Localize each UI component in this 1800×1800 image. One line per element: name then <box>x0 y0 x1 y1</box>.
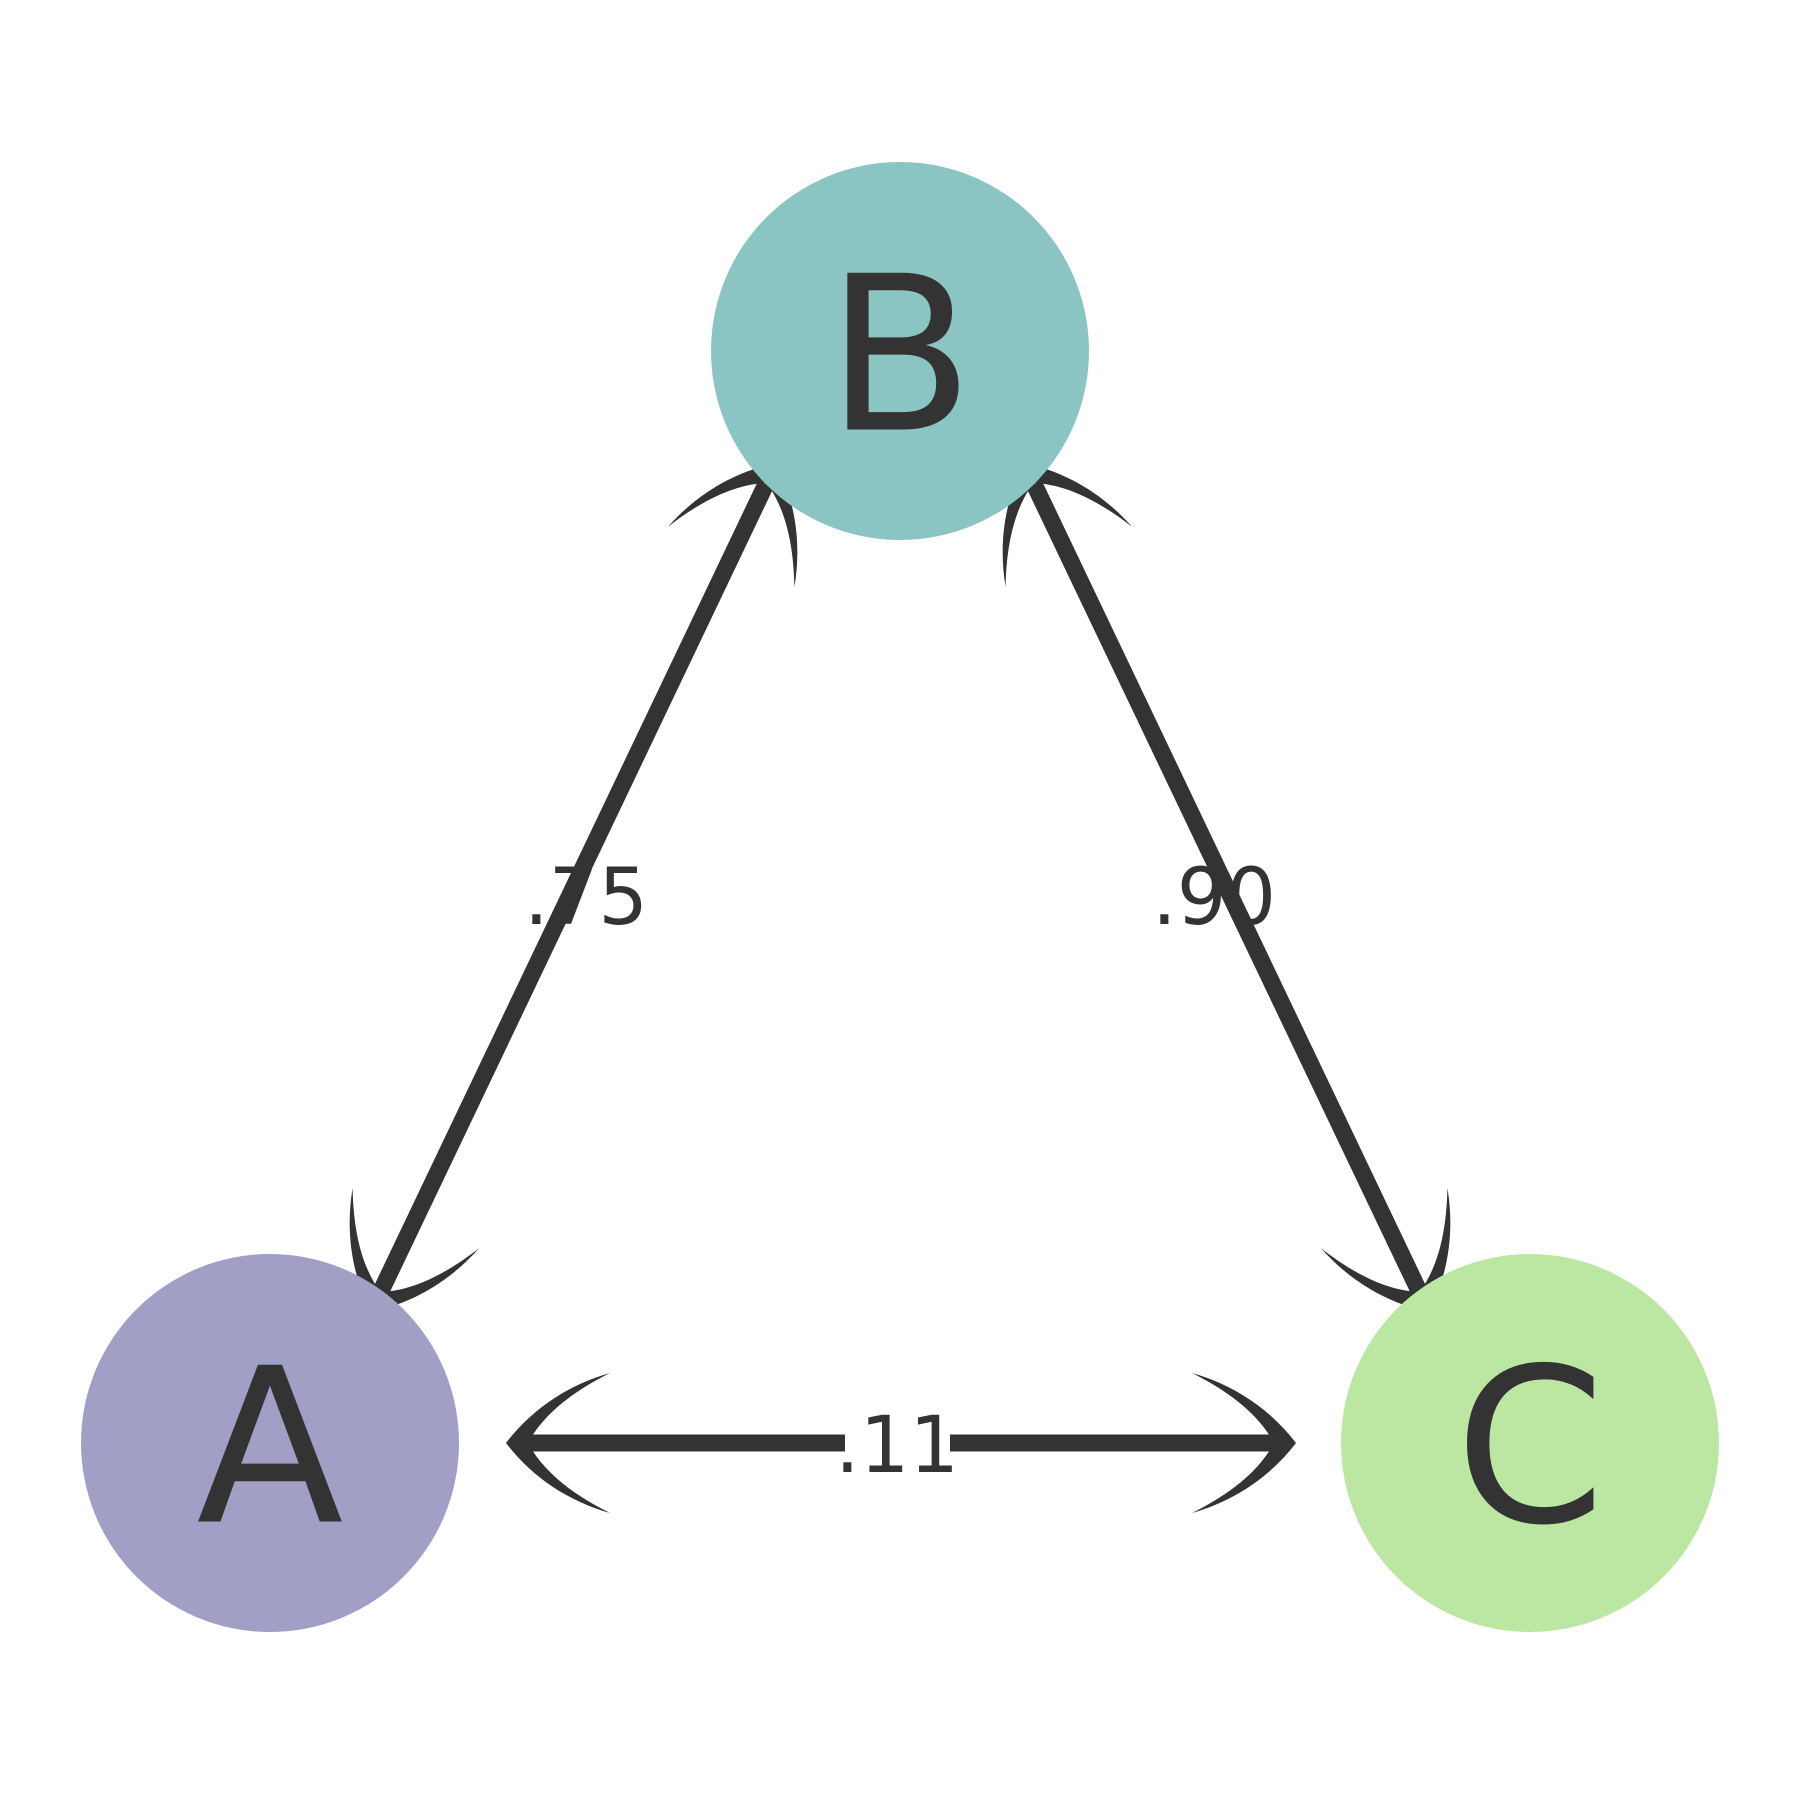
arrowhead-icon-at-c <box>1321 1187 1451 1312</box>
arrowhead-icon-at-a <box>349 1187 479 1312</box>
node-b[interactable]: B <box>711 162 1089 540</box>
node-b-circle[interactable] <box>711 162 1089 540</box>
node-c[interactable]: C <box>1341 1254 1719 1632</box>
edge-line-b-a <box>373 480 774 1295</box>
arrowhead-icon-at-b-source <box>668 463 798 588</box>
edge-a-to-c[interactable]: .11 <box>506 1373 1296 1513</box>
node-a-label: A <box>196 1322 343 1573</box>
node-a-circle[interactable] <box>81 1254 459 1632</box>
edge-weight-a-c: .11 <box>835 1401 959 1491</box>
arrowhead-icon-c-side <box>1192 1373 1296 1513</box>
edge-b-to-a[interactable]: .75 <box>308 433 839 1342</box>
node-c-label: C <box>1455 1322 1605 1573</box>
edge-weight-b-a: .75 <box>524 853 648 943</box>
edge-b-to-c[interactable]: .90 <box>961 433 1492 1342</box>
node-a[interactable]: A <box>81 1254 459 1632</box>
arrowhead-icon-at-b-source-2 <box>1002 463 1132 588</box>
node-b-label: B <box>826 230 974 481</box>
edge-weight-b-c: .90 <box>1152 853 1276 943</box>
edge-line-b-c <box>1026 480 1427 1295</box>
node-c-circle[interactable] <box>1341 1254 1719 1632</box>
arrowhead-icon-a-side <box>506 1373 610 1513</box>
